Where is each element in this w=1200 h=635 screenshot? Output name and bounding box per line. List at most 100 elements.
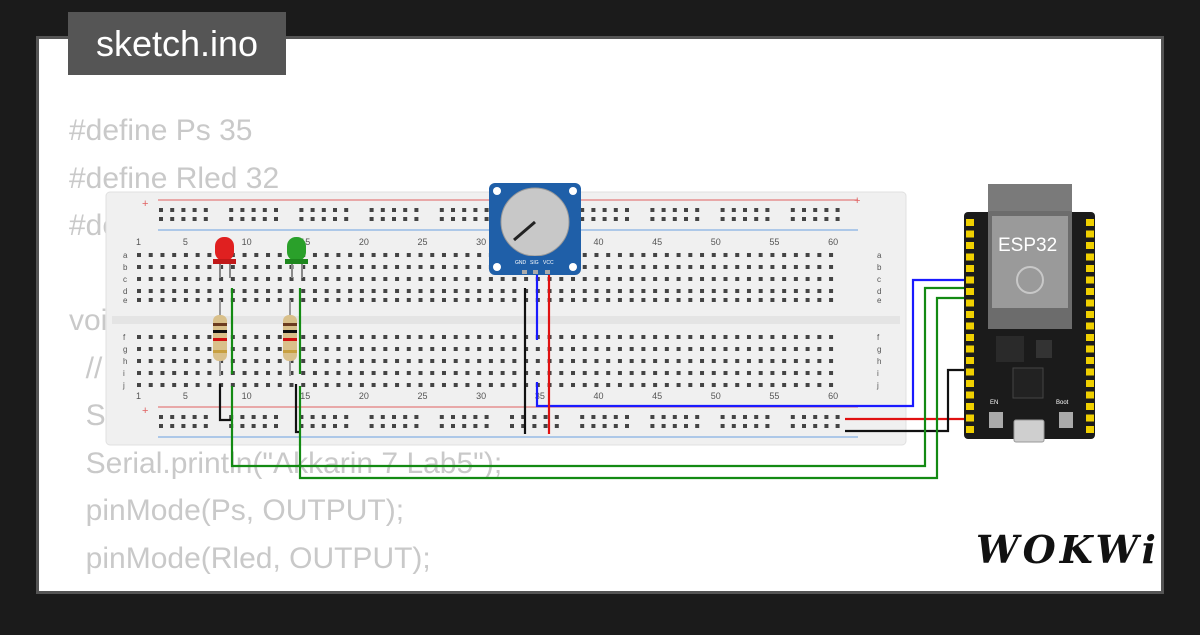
column-number: 30 (476, 391, 486, 401)
resistor-1[interactable] (213, 300, 227, 376)
row-label: e (877, 296, 882, 305)
pot-pin-vcc: VCC (543, 260, 554, 266)
esp32-pin (1086, 380, 1094, 387)
code-line: #define Ps 35 (69, 114, 253, 147)
wire-green-1[interactable] (230, 286, 975, 468)
column-number: 30 (476, 237, 486, 247)
column-number: 45 (652, 391, 662, 401)
esp32-pin (1086, 334, 1094, 341)
boot-button[interactable] (1059, 412, 1073, 428)
esp32-pin (966, 311, 974, 318)
column-number: 60 (828, 237, 838, 247)
row-label: e (123, 296, 128, 305)
esp32-pin (966, 334, 974, 341)
esp32-pin (1086, 391, 1094, 399)
row-label: a (877, 251, 882, 260)
column-number: 15 (300, 391, 310, 401)
espressif-icon (1016, 266, 1044, 294)
rail-plus-bottom: + (142, 405, 148, 417)
esp32-pin (1086, 403, 1094, 410)
esp32-pin (1086, 426, 1094, 433)
column-number: 55 (769, 391, 779, 401)
esp32-pin (1086, 265, 1094, 272)
row-label: f (123, 333, 126, 342)
breadboard[interactable]: + + + 1155101015152020252530303535404045… (105, 191, 907, 446)
column-number: 10 (242, 391, 252, 401)
esp32-board[interactable]: ESP32 EN Boot (964, 184, 1095, 443)
esp32-pin (1086, 299, 1094, 307)
code-line: pinMode(Rled, OUTPUT); (69, 541, 431, 575)
esp32-pin (966, 288, 974, 295)
file-tab[interactable]: sketch.ino (68, 12, 286, 75)
row-label: a (123, 251, 128, 260)
led-green[interactable] (285, 237, 308, 278)
row-label: c (123, 275, 127, 284)
row-label: b (877, 263, 882, 272)
wire-black-2[interactable] (845, 368, 975, 433)
esp32-pin (966, 368, 974, 376)
column-number: 50 (711, 391, 721, 401)
esp32-pin (1086, 230, 1094, 238)
esp32-pin (966, 265, 974, 272)
esp32-pin (966, 230, 974, 238)
wire-black-res2[interactable] (294, 384, 300, 434)
column-number: 1 (136, 391, 141, 401)
esp32-pin (966, 403, 974, 410)
esp32-pin (966, 299, 974, 307)
row-label: c (877, 275, 881, 284)
pot-knob-pointer (513, 220, 536, 242)
column-number: 40 (593, 391, 603, 401)
column-number: 25 (418, 237, 428, 247)
esp32-pin (1086, 288, 1094, 295)
wokwi-logo: WOKWi (976, 527, 1160, 572)
esp32-pin (1086, 276, 1094, 284)
code-line: #define Rled 32 (69, 161, 280, 195)
esp32-pin (1086, 242, 1094, 249)
wire-black-res1[interactable] (218, 384, 233, 422)
column-number: 15 (300, 237, 310, 247)
code-line: Serial.println("Akkarin 7 Lab5"); (69, 446, 503, 480)
esp32-pin (966, 380, 974, 387)
esp32-pins (966, 219, 1094, 433)
esp32-pin (966, 276, 974, 284)
esp32-pin (1086, 368, 1094, 376)
row-label: j (122, 381, 125, 390)
esp32-pin (1086, 253, 1094, 261)
esp32-pin (966, 426, 974, 433)
column-number: 25 (418, 391, 428, 401)
esp32-pin (966, 357, 974, 364)
en-button[interactable] (989, 412, 1003, 428)
column-number: 60 (828, 391, 838, 401)
pot-pin-sig: SIG (530, 260, 539, 266)
rail-plus-top: + (142, 198, 148, 210)
row-label: h (123, 357, 127, 366)
esp32-pin (1086, 414, 1094, 422)
column-number: 45 (652, 237, 662, 247)
column-number: 1 (136, 237, 141, 247)
column-number: 20 (359, 237, 369, 247)
code-line: pinMode(Ps, OUTPUT); (69, 494, 405, 527)
esp32-pin (1086, 311, 1094, 318)
column-number: 50 (711, 237, 721, 247)
en-label: EN (990, 400, 998, 406)
row-label: d (123, 287, 127, 296)
row-label: j (876, 381, 879, 390)
esp32-pin (1086, 219, 1094, 226)
esp32-pin (966, 322, 974, 330)
esp32-pin (1086, 322, 1094, 330)
led-red[interactable] (213, 237, 236, 278)
esp32-pin (966, 345, 974, 353)
potentiometer[interactable]: GND SIG VCC (489, 183, 581, 275)
row-label: g (123, 345, 127, 354)
row-label: i (123, 369, 125, 378)
resistor-2[interactable] (283, 300, 297, 376)
pot-pin-gnd: GND (515, 260, 527, 266)
esp32-pin (966, 414, 974, 422)
wire-blue-2[interactable] (535, 278, 975, 408)
esp32-pin (966, 253, 974, 261)
row-label: g (877, 345, 881, 354)
wire-green-2[interactable] (298, 296, 975, 480)
